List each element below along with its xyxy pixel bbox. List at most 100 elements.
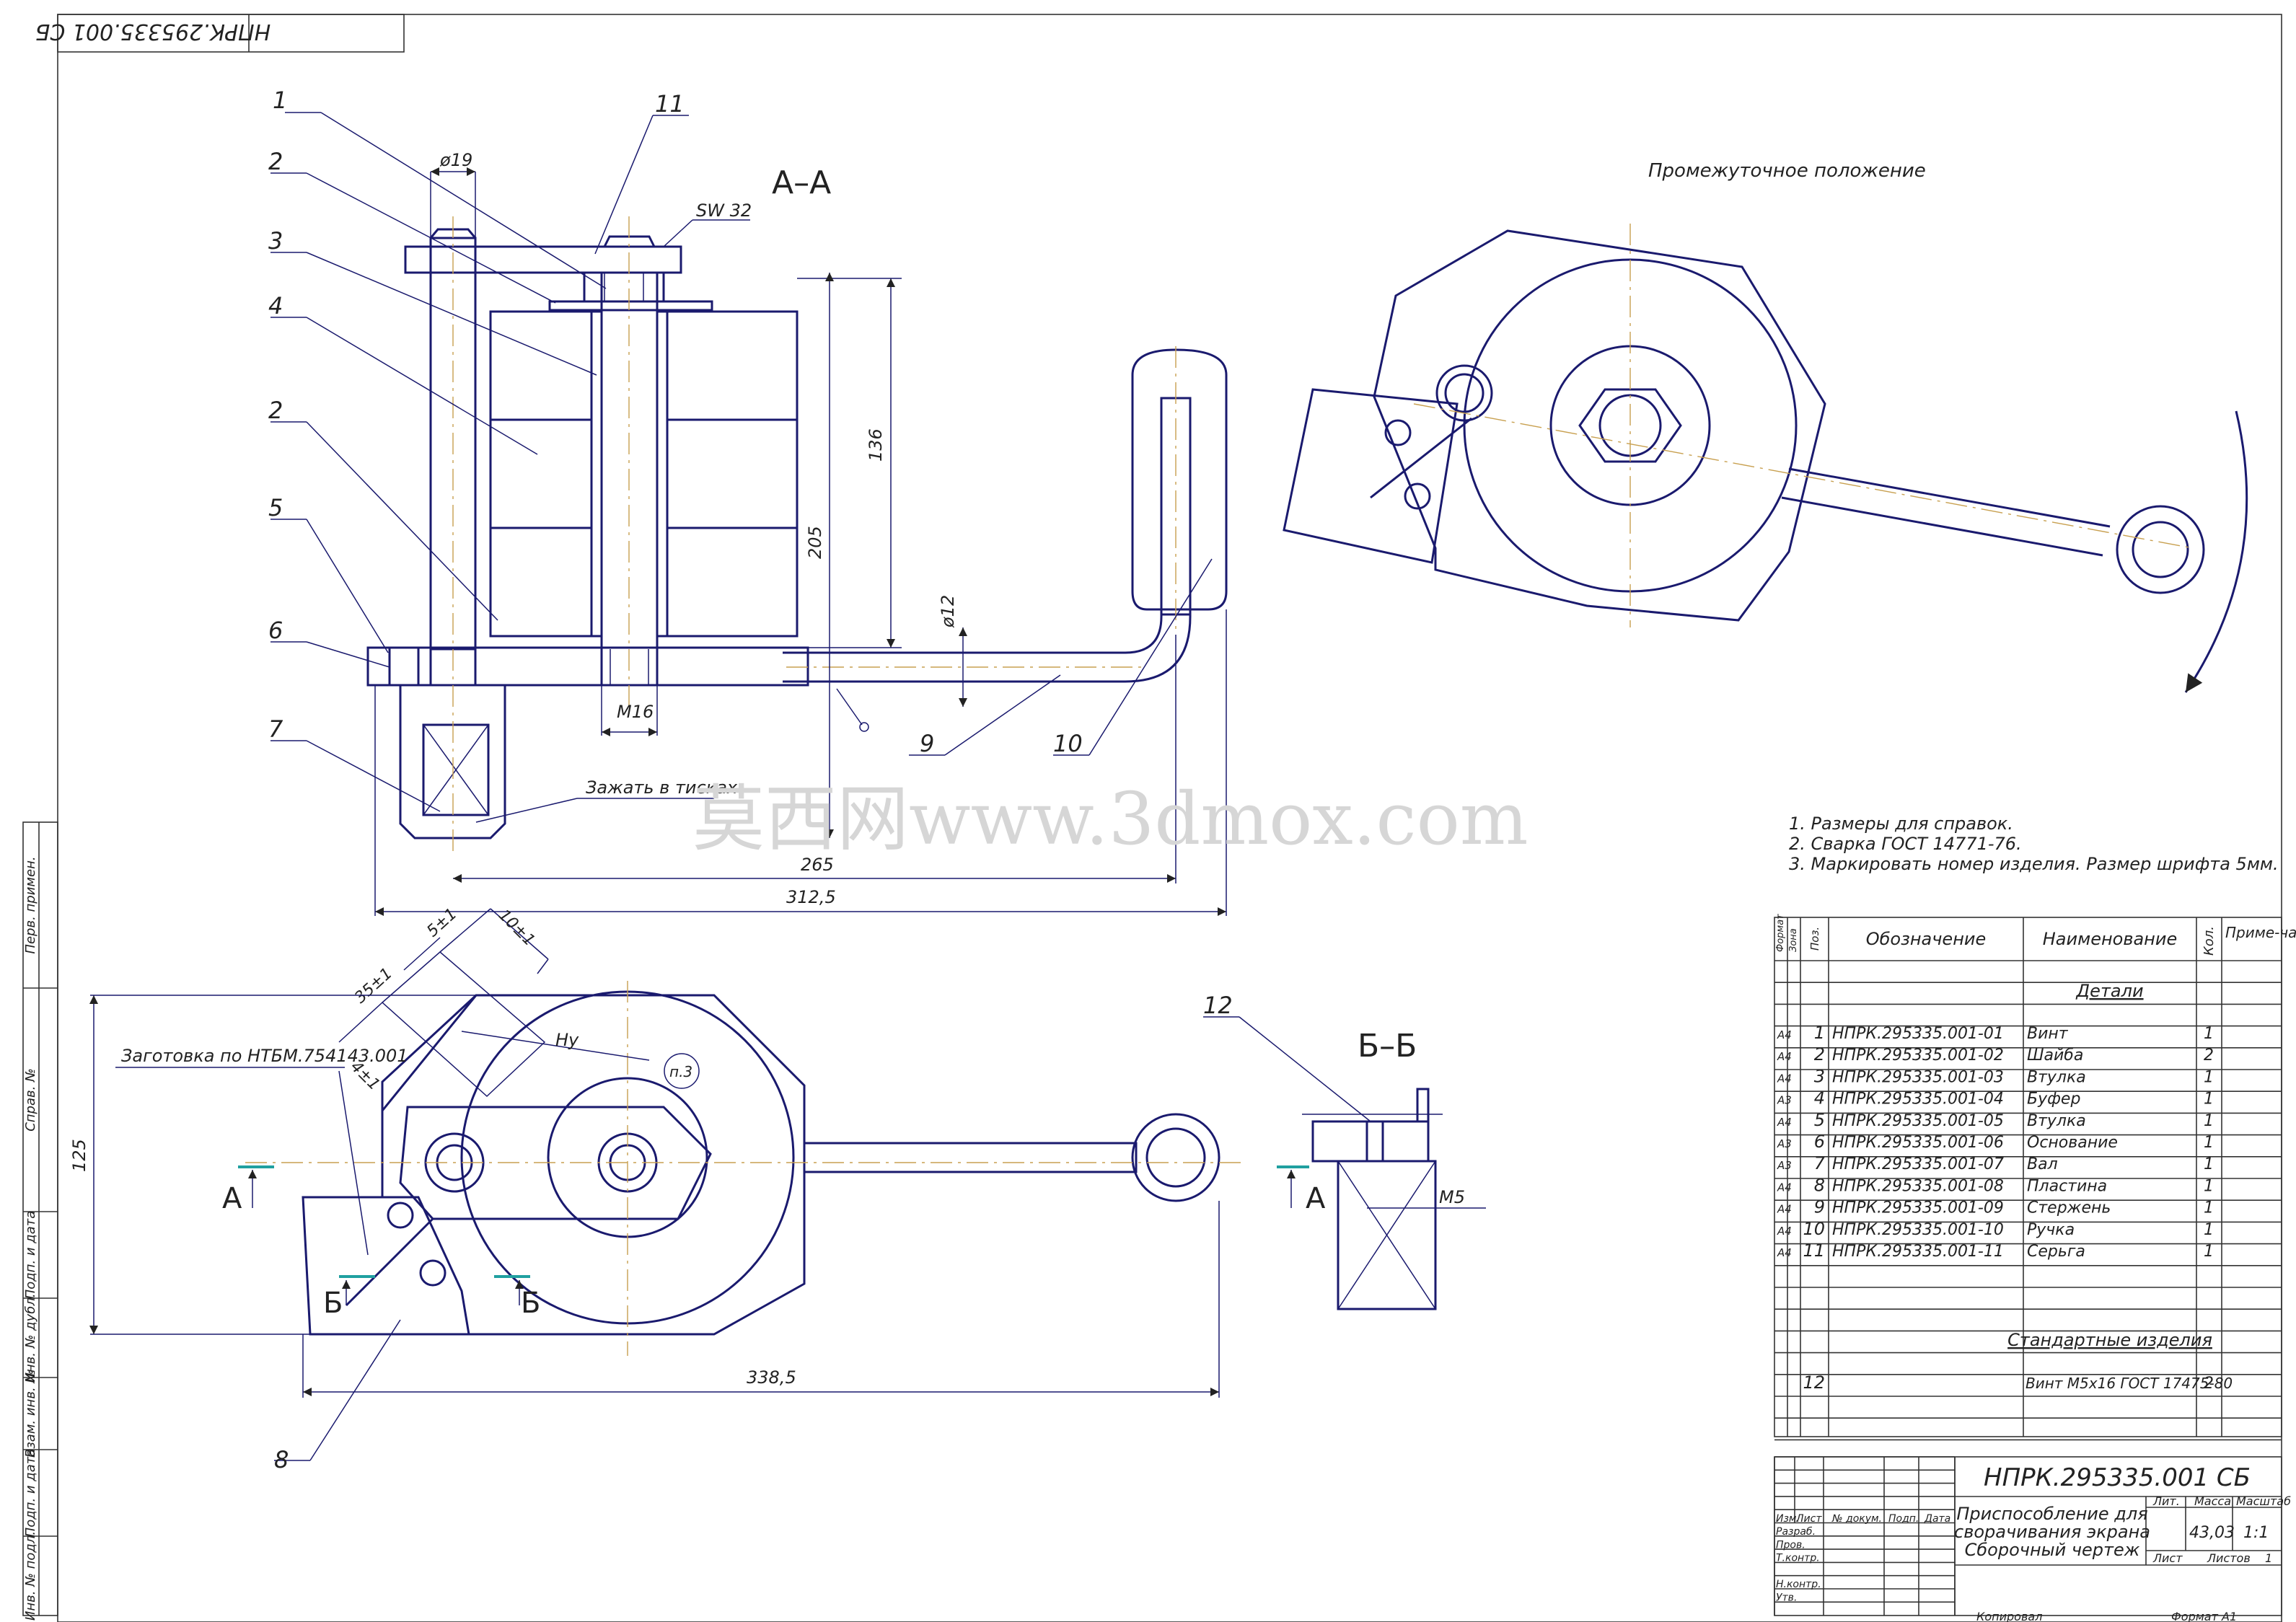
callout-2: 2 [268,148,283,175]
callout-6: 6 [268,617,283,644]
blank-note: Заготовка по НТБМ.754143.001 [121,1046,408,1066]
title-role: Н.контр. [1776,1579,1821,1590]
callout-11: 11 [655,90,685,118]
spec-row-format: А4 [1777,1225,1792,1238]
svg-text:1. Размеры для справок.: 1. Размеры для справок. [1789,814,2013,834]
svg-text:Обозначение: Обозначение [1866,929,1987,949]
svg-text:Лист: Лист [2152,1551,2183,1565]
svg-text:Листов: Листов [2207,1551,2251,1565]
spec-row-qty: 1 [2204,1112,2214,1130]
svg-text:Лит.: Лит. [2152,1494,2180,1508]
spec-row-qty: 2 [2204,1046,2214,1065]
title-col-header: Изм. [1776,1513,1800,1525]
callout-12: 12 [1203,992,1233,1019]
title-col-header: Лист [1795,1513,1822,1525]
callout-8: 8 [274,1446,289,1473]
spec-row-name: Пластина [2027,1177,2107,1195]
section-bb-view: Б–Б M5 А 12 [1203,992,1486,1310]
spec-row-designation: НПРК.295335.001-05 [1832,1112,2004,1130]
svg-text:Поз.: Поз. [1808,927,1821,951]
spec-row-designation: НПРК.295335.001-11 [1832,1243,2004,1261]
spec-row-pos: 9 [1814,1197,1825,1217]
spec-row-format: А3 [1777,1159,1792,1172]
svg-text:ø12: ø12 [938,595,958,628]
spec-row-designation: НПРК.295335.001-06 [1832,1134,2004,1152]
spec-row-format: А3 [1777,1094,1792,1107]
svg-text:265: 265 [801,855,834,875]
svg-text:Зона: Зона [1788,928,1799,952]
spec-row-name: Ручка [2027,1221,2075,1239]
washer-top [548,300,713,312]
spec-row-pos: 5 [1814,1110,1825,1130]
specification-table: Формат Зона Поз. Обозначение Наименовани… [1774,914,2296,1441]
svg-text:Формат: Формат [1775,914,1786,952]
svg-text:136: 136 [866,428,886,462]
spec-row-name: Шайба [2027,1046,2083,1065]
spec-row-designation: НПРК.295335.001-02 [1832,1046,2004,1065]
title-block: НПРК.295335.001 СБ Приспособление для св… [1774,1456,2291,1622]
spec-row-format: А4 [1777,1028,1792,1041]
spec-row-pos: 2 [1814,1044,1825,1065]
title-role: Пров. [1776,1539,1805,1551]
plan-base [302,994,806,1336]
sheet-frame [57,14,2282,1622]
svg-text:M16: M16 [617,702,654,722]
spec-row-format: А4 [1777,1116,1792,1129]
intermediate-handle [2116,505,2205,594]
rotated-stamp-box [57,14,405,53]
section-bb-label: Б–Б [1358,1028,1417,1065]
svg-text:3. Маркировать номер изделия.: 3. Маркировать номер изделия. Размер шри… [1789,854,2279,874]
svg-text:Инв. № подл.: Инв. № подл. [23,1531,38,1621]
callout-4: 4 [268,292,283,319]
spec-row-qty: 1 [2204,1068,2214,1086]
spec-row-format: А4 [1777,1072,1792,1085]
svg-text:Справ. №: Справ. № [23,1068,38,1132]
svg-text:А1: А1 [2221,1610,2237,1622]
callout-9: 9 [920,730,934,757]
svg-text:Наименование: Наименование [2043,929,2178,949]
title-col-header: Подп. [1888,1513,1919,1525]
buffer-right [666,310,799,638]
spec-std-name: Винт M5x16 ГОСТ 17475-80 [2026,1375,2233,1392]
spec-section-parts: Детали [2075,981,2143,1001]
spec-row-format: А4 [1777,1181,1792,1194]
svg-text:Подп. и дата: Подп. и дата [23,1211,38,1300]
spec-row-qty: 1 [2204,1199,2214,1217]
svg-text:п.3: п.3 [669,1063,692,1080]
spec-row-qty: 1 [2204,1221,2214,1239]
svg-text:Масштаб: Масштаб [2236,1494,2291,1508]
plan-plate-8 [399,1106,712,1220]
rotated-drawing-number: НПРК.295335.001 СБ [35,19,270,44]
spec-row-name: Стержень [2027,1199,2111,1217]
nut [583,271,665,303]
svg-text:Подп. и дата: Подп. и дата [23,1449,38,1538]
spec-row-designation: НПРК.295335.001-03 [1832,1068,2004,1086]
rod-9 [783,404,1163,654]
intermediate-label: Промежуточное положение [1648,160,1926,182]
spec-row-pos: 7 [1814,1153,1826,1173]
spec-row-name: Втулка [2027,1068,2086,1086]
intermediate-housing [1373,229,1826,622]
spec-row-qty: 1 [2204,1177,2214,1195]
spec-std-qty: 2 [2204,1375,2214,1393]
svg-text:Копировал: Копировал [1976,1610,2042,1622]
svg-text:Кол.: Кол. [2202,926,2217,956]
spec-row-pos: 4 [1814,1088,1825,1108]
spec-row-pos: 3 [1814,1066,1825,1086]
spec-row-qty: 1 [2204,1025,2214,1043]
callout-7: 7 [268,715,283,743]
svg-text:Инв. № дубл.: Инв. № дубл. [23,1293,38,1382]
top-plate [404,245,682,274]
svg-text:35±1: 35±1 [351,964,396,1007]
svg-text:ø19: ø19 [439,150,472,170]
side-stamp: Перв. примен. Справ. № Подп. и дата Инв.… [22,821,58,1621]
title-role: Утв. [1776,1592,1797,1604]
callout-5: 5 [268,494,283,521]
svg-text:Приспособление для: Приспособление для [1956,1504,2147,1524]
marker-b-right: Б [521,1287,540,1320]
buffer-left [489,310,593,638]
title-role: Разраб. [1776,1526,1816,1538]
spec-std-pos: 12 [1803,1372,1825,1393]
spec-row-name: Серьга [2027,1243,2085,1261]
